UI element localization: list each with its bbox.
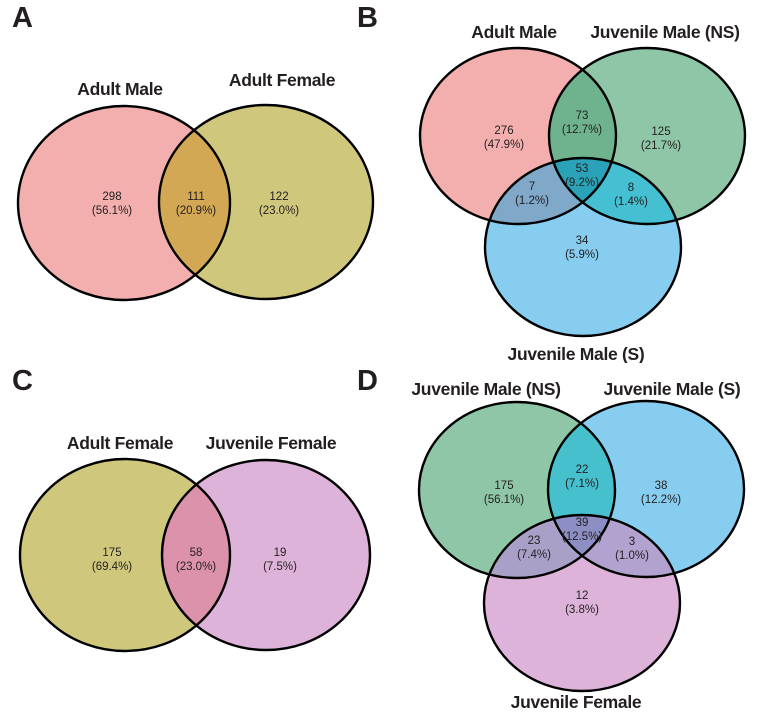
set-title-juvenile-male-s: Juvenile Male (S) bbox=[508, 344, 645, 363]
region-count: 19 bbox=[274, 547, 287, 559]
set-title-juvenile-male-ns: Juvenile Male (NS) bbox=[411, 379, 560, 399]
region-count: 276 bbox=[494, 125, 513, 137]
region-percent: (56.1%) bbox=[92, 205, 132, 217]
region-count: 34 bbox=[576, 235, 589, 247]
region-percent: (56.1%) bbox=[484, 494, 524, 506]
region-count: 73 bbox=[576, 110, 589, 122]
region-count: 175 bbox=[494, 480, 513, 492]
region-percent: (23.0%) bbox=[176, 561, 216, 573]
circle-outline-juvenile-female bbox=[482, 513, 682, 693]
region-count: 122 bbox=[269, 191, 288, 203]
region-percent: (69.4%) bbox=[92, 561, 132, 573]
region-count: 3 bbox=[629, 536, 635, 548]
region-count: 298 bbox=[102, 191, 121, 203]
circle-outline-juvenile-male-s bbox=[546, 399, 746, 579]
panel-letter-c: C bbox=[12, 365, 33, 397]
overlap-region-juvenile-male-ns--juvenile-male-s bbox=[549, 158, 681, 224]
region-percent: (7.4%) bbox=[517, 549, 551, 561]
set-title-juvenile-female: Juvenile Female bbox=[206, 433, 337, 453]
venn-panel-c: Adult Female Juvenile Female 175 (69.4%) 58 (… bbox=[18, 433, 372, 653]
region-count: 125 bbox=[651, 126, 670, 138]
region-percent: (3.8%) bbox=[565, 604, 599, 616]
region-count: 7 bbox=[529, 181, 535, 193]
set-title-juvenile-male-s: Juvenile Male (S) bbox=[604, 379, 741, 399]
circle-outline-adult-female bbox=[18, 457, 232, 653]
region-percent: (9.2%) bbox=[565, 177, 599, 189]
region-percent: (21.7%) bbox=[641, 140, 681, 152]
overlap-region-juvenile-male-s--juvenile-female bbox=[548, 515, 680, 577]
overlap-region-adult-male--adult-female bbox=[159, 106, 230, 299]
circle-outline-juvenile-male-s bbox=[483, 156, 683, 338]
region-count: 111 bbox=[187, 191, 204, 203]
region-percent: (7.1%) bbox=[565, 478, 599, 490]
region-count: 12 bbox=[576, 590, 589, 602]
circle-outline-adult-male bbox=[418, 46, 618, 226]
region-percent: (5.9%) bbox=[565, 249, 599, 261]
panel-letter-b: B bbox=[357, 2, 378, 34]
region-percent: (47.9%) bbox=[484, 139, 524, 151]
set-title-adult-male: Adult Male bbox=[471, 22, 557, 42]
region-count: 175 bbox=[102, 547, 121, 559]
set-title-juvenile-male-ns: Juvenile Male (NS) bbox=[590, 22, 739, 42]
set-title-adult-female: Adult Female bbox=[229, 70, 336, 90]
circle-outline-adult-female bbox=[157, 103, 375, 301]
region-count: 53 bbox=[576, 163, 589, 175]
venn-panel-b: Adult Male Juvenile Male (NS) Juvenile Mal… bbox=[418, 22, 747, 363]
region-percent: (20.9%) bbox=[176, 205, 216, 217]
region-percent: (12.2%) bbox=[641, 494, 681, 506]
region-count: 58 bbox=[190, 547, 203, 559]
venn-panel-a: Adult Male Adult Female 298 (56.1%) 111 (20.9… bbox=[16, 70, 375, 302]
region-count: 23 bbox=[528, 535, 541, 547]
region-percent: (1.0%) bbox=[615, 550, 649, 562]
region-percent: (7.5%) bbox=[263, 561, 297, 573]
panel-letter-a: A bbox=[12, 2, 33, 34]
region-percent: (12.5%) bbox=[562, 531, 602, 543]
set-title-juvenile-female: Juvenile Female bbox=[511, 692, 642, 712]
region-count: 8 bbox=[628, 182, 634, 194]
region-percent: (1.2%) bbox=[515, 195, 549, 207]
region-percent: (12.7%) bbox=[562, 124, 602, 136]
region-count: 38 bbox=[655, 480, 668, 492]
set-title-adult-male: Adult Male bbox=[77, 79, 163, 99]
region-count: 22 bbox=[576, 464, 589, 476]
region-percent: (1.4%) bbox=[614, 196, 648, 208]
circle-outline-adult-male bbox=[16, 104, 232, 302]
region-count: 39 bbox=[576, 517, 589, 529]
overlap-region-adult-female--juvenile-female bbox=[162, 460, 230, 650]
circle-outline-juvenile-male-ns bbox=[547, 46, 747, 226]
panel-letter-d: D bbox=[357, 365, 378, 397]
venn-panel-d: Juvenile Male (NS) Juvenile Male (S) Juven… bbox=[411, 379, 746, 712]
set-title-adult-female: Adult Female bbox=[67, 433, 174, 453]
region-percent: (23.0%) bbox=[259, 205, 299, 217]
circle-outline-juvenile-female bbox=[160, 458, 372, 652]
overlap-region-juvenile-male-ns--juvenile-female bbox=[484, 515, 615, 578]
overlap-region-adult-male--juvenile-male-s bbox=[485, 158, 616, 224]
circle-outline-juvenile-male-ns bbox=[417, 400, 617, 580]
